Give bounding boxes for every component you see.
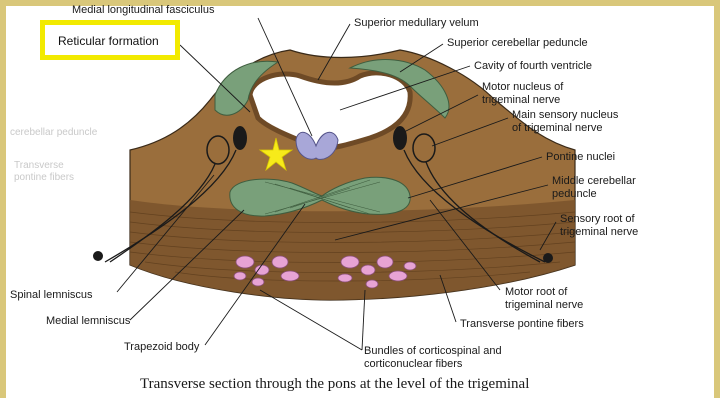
root-end-left: [93, 251, 103, 261]
label-reticular-formation: Reticular formation: [58, 34, 159, 48]
label-trapezoid-body: Trapezoid body: [124, 341, 200, 353]
root-end-right: [543, 253, 553, 263]
ghost-label-cerebellar-peduncle: cerebellar peduncle: [10, 127, 98, 138]
label-medial-longitudinal-fasciculus: Medial longitudinal fasciculus: [72, 4, 215, 16]
label-motor-root-line2: trigeminal nerve: [505, 299, 583, 311]
label-motor-nucleus-line2: trigeminal nerve: [482, 94, 560, 106]
label-main-sensory-line2: of trigeminal nerve: [512, 122, 603, 134]
label-main-sensory-line1: Main sensory nucleus: [512, 109, 619, 121]
label-superior-cerebellar-peduncle: Superior cerebellar peduncle: [447, 37, 588, 49]
label-bundles-line1: Bundles of corticospinal and: [364, 345, 502, 357]
label-middle-cerebellar-line2: peduncle: [552, 188, 597, 200]
label-motor-nucleus-line1: Motor nucleus of: [482, 81, 564, 93]
figure-caption: Transverse section through the pons at t…: [140, 376, 529, 393]
label-transverse-pontine-fibers: Transverse pontine fibers: [460, 318, 584, 330]
label-motor-root-line1: Motor root of: [505, 286, 568, 298]
label-sensory-root-line1: Sensory root of: [560, 213, 636, 225]
label-sensory-root-line2: trigeminal nerve: [560, 226, 638, 238]
label-medial-lemniscus: Medial lemniscus: [46, 315, 131, 327]
ghost-label-pontine-fibers: pontine fibers: [14, 172, 74, 183]
label-pontine-nuclei: Pontine nuclei: [546, 151, 615, 163]
ghost-label-transverse: Transverse: [14, 160, 64, 171]
highlight-box: Reticular formation: [40, 20, 180, 60]
label-cavity-fourth-ventricle: Cavity of fourth ventricle: [474, 60, 592, 72]
label-middle-cerebellar-line1: Middle cerebellar: [552, 175, 636, 187]
motor-nucleus-left: [233, 126, 247, 150]
motor-nucleus-right: [393, 126, 407, 150]
label-superior-medullary-velum: Superior medullary velum: [354, 17, 479, 29]
label-bundles-line2: corticonuclear fibers: [364, 358, 463, 370]
transverse-pontine-fibers-band: [130, 200, 575, 300]
label-spinal-lemniscus: Spinal lemniscus: [10, 289, 93, 301]
